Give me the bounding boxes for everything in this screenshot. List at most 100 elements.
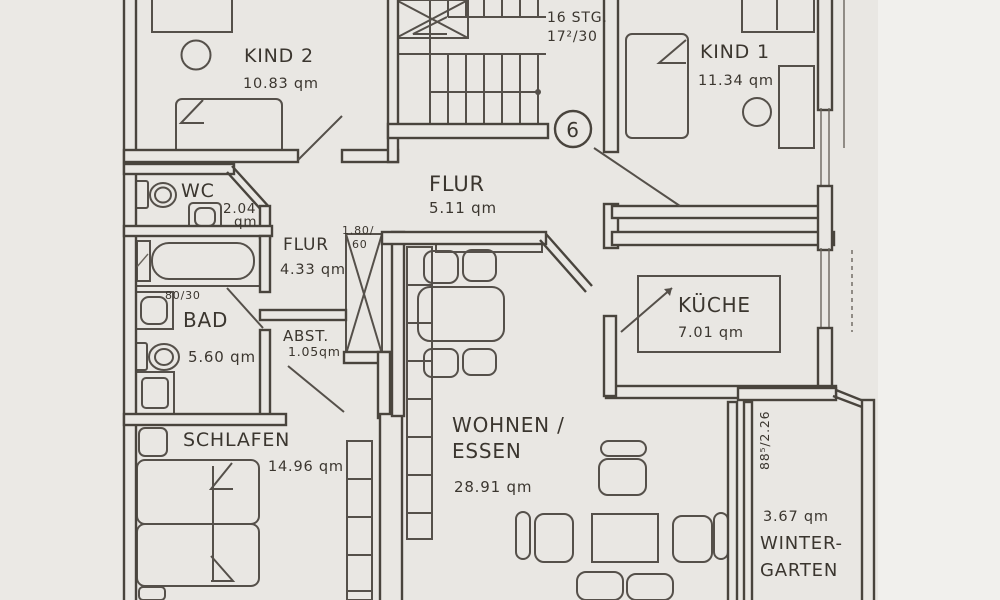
walls [122,0,876,600]
stool-icon [742,97,772,127]
toilet-icon [149,182,177,208]
room-label-wohnen-line2: ESSEN [452,439,522,463]
wall-wc-bad [122,224,274,238]
room-label-wohnen-line1: WOHNEN / [452,413,565,437]
room-label-kind1: KIND 1 [700,41,770,63]
room-label-flur-klein: FLUR [283,235,329,255]
room-area-kind1: 11.34 qm [698,73,774,89]
room-area-abst: 1.05qm [288,344,341,359]
chair-icon [598,458,647,496]
nightstand-icon [138,586,166,600]
kueche-furniture [637,275,781,353]
room-label-flur: FLUR [429,172,485,196]
paper-left-margin [0,0,122,600]
unit-badge: 6 [553,109,593,149]
nightstand-icon [138,427,168,457]
schlafen-furniture [136,427,373,600]
wall-flur-diagonal [539,239,587,293]
wall-wc-top [122,162,236,176]
room-label-schlafen: SCHLAFEN [183,429,290,451]
kind1-furniture [625,0,815,149]
bed-cover-fold [656,39,687,64]
desk-icon [741,0,815,33]
wall-stair-left [386,0,400,164]
bed-cover-fold [210,555,236,582]
wall-kind1-bottom [610,204,826,220]
toilet-icon [148,343,180,371]
room-label-wintergarten-line1: WINTER- [760,533,843,554]
chair-icon [626,573,674,600]
wall-schlafen-wohnen [378,412,404,600]
wall-bad-right [258,328,272,420]
outer-wall-left [122,0,138,600]
window-size-note: 80/30 [165,289,201,302]
door-kueche [620,287,673,333]
room-label-wintergarten-line2: GARTEN [760,560,838,581]
room-area-flur-klein: 4.33 qm [280,262,346,278]
chair-icon [515,511,531,560]
sofa-cushion [462,348,497,376]
chair-icon [534,513,574,563]
door-kind1 [593,147,681,207]
wall-flur-diagonal [545,233,593,287]
stair-direction-line [395,0,469,39]
room-label-kind2: KIND 2 [244,45,314,67]
wall-abst-top [258,308,348,322]
room-area-kind2: 10.83 qm [243,76,319,92]
room-area-wohnen: 28.91 qm [454,478,532,496]
wall-wintergarten-left [726,400,739,600]
door-kind2 [297,115,343,161]
room-area-kueche: 7.01 qm [678,325,744,341]
toilet-bowl-inner [154,348,174,366]
door-bad [226,287,264,329]
paper-right-margin [878,0,1000,600]
wall-flur-schlafen [376,350,392,420]
wall-wc-diagonal [226,171,265,214]
unit-badge-circle [553,109,593,149]
wall-flur-wohnen [380,230,548,246]
wall-wintergarten-top [736,386,838,402]
coffee-table-icon [417,286,505,342]
toilet-bowl-inner [154,186,172,204]
wall-kind2-bottom [122,148,300,164]
dining-table-icon [591,513,659,563]
chair-icon [600,440,647,457]
bed-cover-fold [208,462,233,490]
stair-arrow [412,16,448,35]
door-kueche-arrowhead [664,288,672,296]
room-label-bad: BAD [183,308,228,332]
shaft-cross [345,233,383,355]
room-area-wintergarten: 3.67 qm [763,509,829,525]
room-area-wc-value: 2.04 [223,201,256,217]
door-schlafen [287,365,345,413]
wall-wintergarten-diagonal [832,394,863,409]
stair-note-line2: 17²/30 [547,29,598,45]
wall-bad-right [258,234,272,294]
shower-tray-inner [141,377,169,409]
room-label-abst: ABST. [283,327,329,345]
wall-wintergarten-right [860,398,876,600]
outer-wall-right [816,184,834,252]
sofa-cushion [462,249,497,282]
room-area-flur: 5.11 qm [429,199,497,217]
wall-kueche-top [610,230,836,247]
sofa-cushion [423,348,459,378]
sofa-cushion [423,250,459,284]
bed-icon [625,33,689,139]
bed-cover-fold [178,99,204,124]
stair-newel-dot [535,89,541,95]
stool-icon [180,39,212,71]
window-tick [135,253,149,269]
washbasin-inner [140,296,168,325]
kitchen-counter-icon [637,275,781,353]
wall-kueche-left [602,314,618,398]
bathtub-basin [151,242,255,280]
chair-icon [576,571,624,600]
dimension-note-right: 88⁵/2.26 [757,411,772,470]
room-label-kueche: KÜCHE [678,293,751,317]
wall-kind1-left [602,0,620,154]
room-area-wc-unit: qm [234,214,257,230]
wardrobe-icon [778,65,815,149]
wall-stair-bottom [386,122,550,140]
